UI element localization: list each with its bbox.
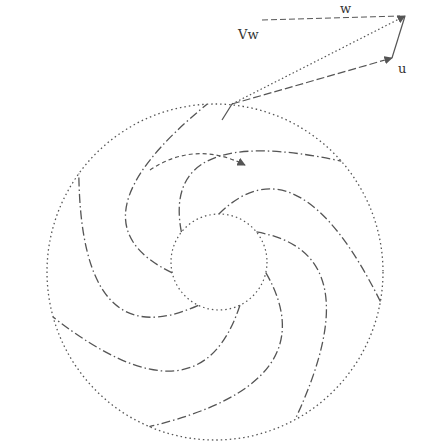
blade-velocity bbox=[232, 58, 392, 104]
vane bbox=[219, 189, 380, 302]
relative-velocity bbox=[392, 16, 405, 58]
rotation-arrow bbox=[150, 154, 245, 170]
vane bbox=[79, 174, 198, 318]
absolute-velocity bbox=[232, 16, 405, 104]
velocity-label: Vw bbox=[236, 28, 261, 42]
vane bbox=[125, 104, 207, 273]
vane-tip bbox=[222, 104, 232, 120]
eye-circle bbox=[171, 214, 267, 310]
outer-rim bbox=[47, 104, 383, 440]
whirl-component bbox=[262, 16, 400, 20]
vane bbox=[256, 232, 326, 420]
vane bbox=[53, 305, 240, 371]
velocity-label: w bbox=[338, 2, 353, 16]
velocity-label: u bbox=[396, 62, 408, 76]
vane bbox=[179, 151, 341, 232]
